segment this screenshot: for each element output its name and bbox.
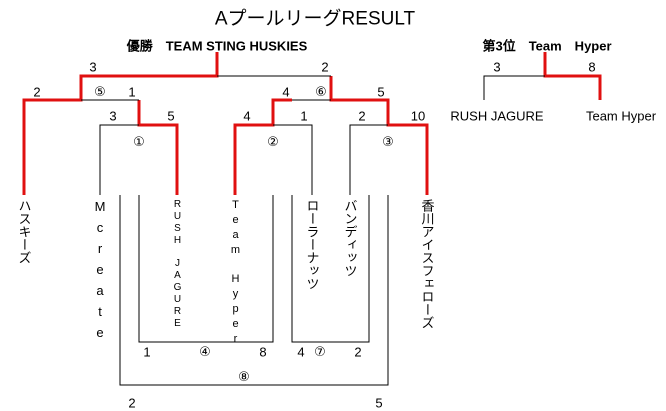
match-number: ⑤ [94,84,106,99]
score: 1 [128,84,136,100]
score: 2 [354,344,362,360]
team-name: Team Hyper [585,108,657,124]
score: 8 [588,59,596,75]
score: 1 [143,344,151,360]
score: 8 [259,344,267,360]
score: 4 [282,84,290,100]
loser-lines [81,75,545,386]
score: 4 [243,108,251,124]
score: 5 [375,395,383,411]
page-title: AプールリーグRESULT [214,8,416,30]
m1-line [99,124,139,195]
m6-winner-path [329,76,429,195]
match-number: ③ [382,134,394,149]
team-name: Team Hyper [229,199,242,348]
team-name: ハスキーズ [16,199,32,264]
team-name: RUSH JAGURE [450,108,544,124]
m1-winner-path [137,100,179,195]
score: 2 [358,108,366,124]
team-name: 香川アイスフェローズ [419,199,435,329]
champion-label: 優勝 TEAM STING HUSKIES [126,38,308,54]
third-place-label: 第3位 Team Hyper [482,38,612,54]
winner-path [22,52,602,195]
match-number: ⑥ [315,84,327,99]
m4-line [138,195,274,343]
m3-line [349,124,388,195]
score: 3 [89,59,97,75]
third-winner-path [543,52,602,100]
score: 3 [109,108,117,124]
match-number: ④ [199,344,211,359]
team-name: RUSH JAGURE [172,199,183,330]
third-line [483,75,545,100]
team-name: バンディッツ [342,199,358,277]
score: 5 [377,84,385,100]
match-number: ② [267,134,279,149]
score: 4 [297,344,305,360]
score: 3 [493,59,501,75]
m8-line [119,195,389,386]
match-number: ⑧ [238,369,250,384]
team-name: Mcreate [92,199,108,346]
score: 2 [33,84,41,100]
score: 10 [410,108,426,124]
score: 5 [167,108,175,124]
score: 2 [321,59,329,75]
team-name: ローラーナッツ [304,199,320,290]
match-number: ① [133,134,145,149]
score: 1 [300,108,308,124]
score: 2 [128,395,136,411]
match-number: ⑦ [314,344,326,359]
m2-line [273,124,313,195]
champion-path [22,52,219,195]
m7-line [291,195,370,343]
